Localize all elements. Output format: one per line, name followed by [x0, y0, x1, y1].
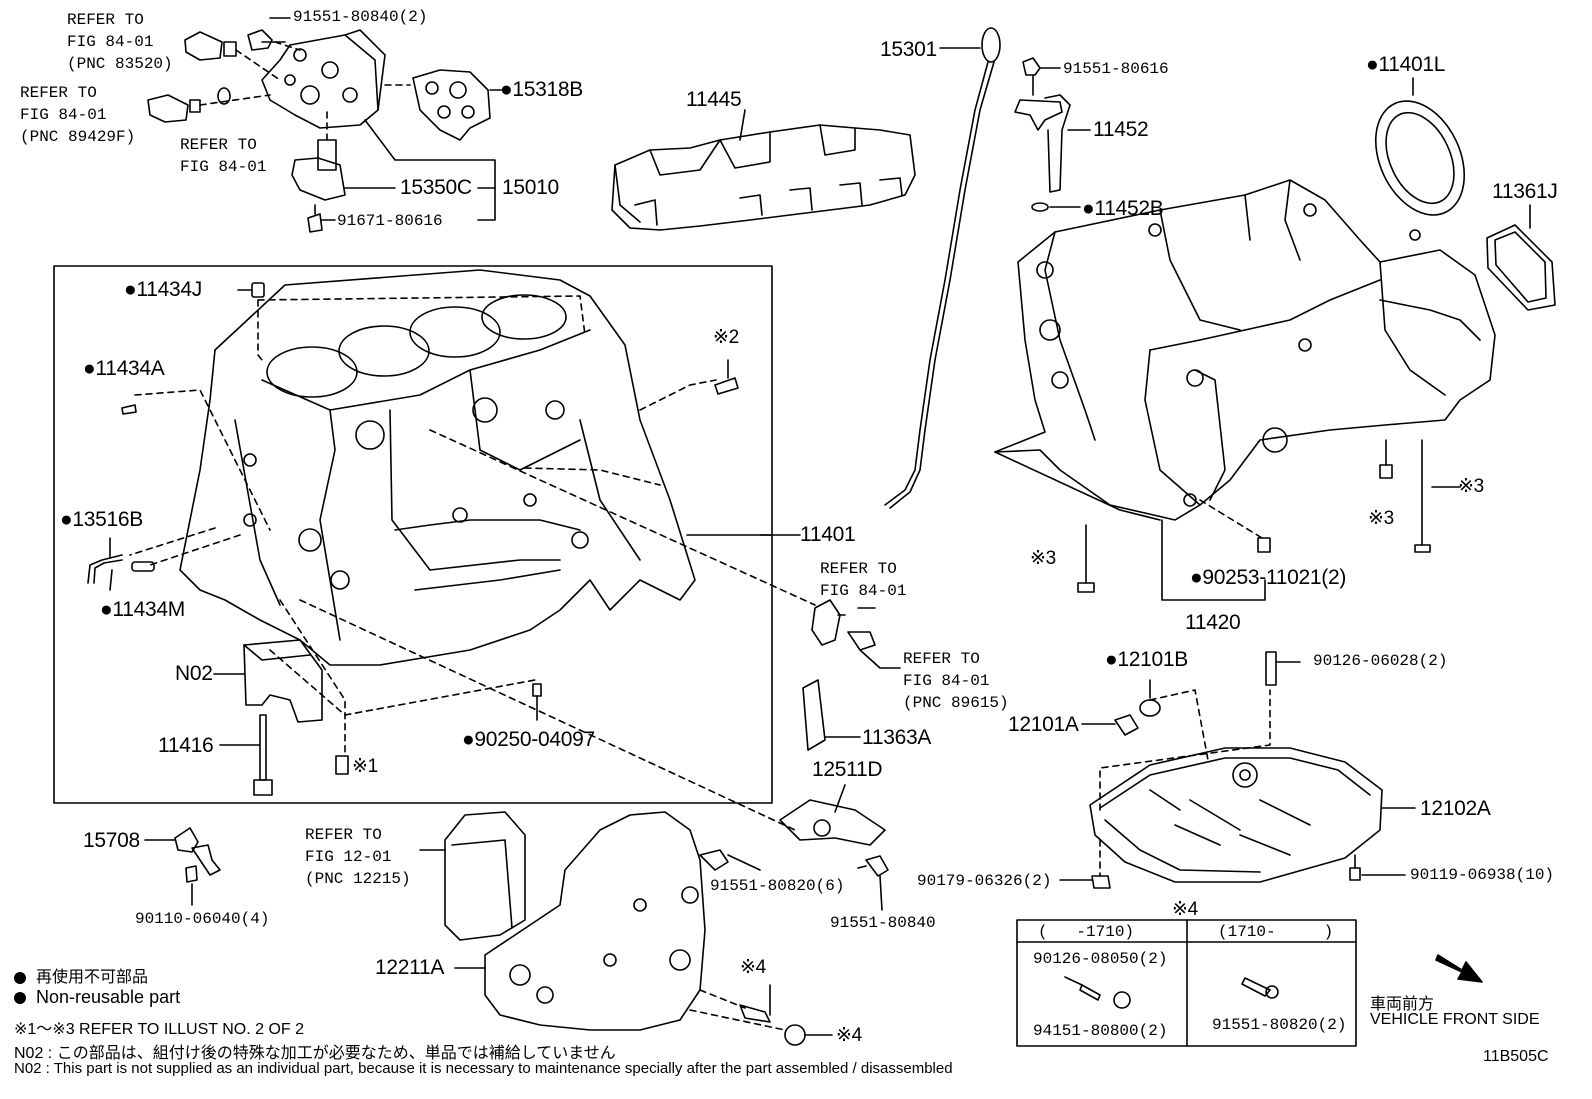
label-15708[interactable]: 15708	[83, 829, 140, 852]
label-90253-11021-2[interactable]: ●90253-11021(2)	[1190, 566, 1347, 589]
cylinder-block	[129, 269, 816, 831]
variant-table	[1016, 919, 1357, 1047]
legend-n02-jp: N02 : この部品は、組付け後の特殊な加工が必要なため、単品では補給していませ…	[14, 1045, 616, 1062]
bracket-11363A	[802, 679, 861, 751]
table-col1-header: ( -1710)	[1038, 923, 1135, 941]
bearing-cap-N02	[213, 639, 323, 796]
bullet-icon	[14, 992, 26, 1005]
label-refer-fig-84-01-a[interactable]: REFER TO FIG 84-01 (PNC 83520)	[67, 11, 173, 73]
label-11363A[interactable]: 11363A	[862, 726, 932, 749]
crankshaft-oil-seal	[1374, 77, 1466, 216]
label-15010[interactable]: 15010	[502, 176, 559, 199]
bracket-15708	[144, 827, 221, 906]
table-col1-part-b[interactable]: 94151-80800(2)	[1033, 1022, 1168, 1040]
label-12101B[interactable]: ●12101B	[1105, 648, 1188, 671]
label-11401L[interactable]: ●11401L	[1366, 53, 1446, 76]
legend-non-reusable-jp: 再使用不可部品	[14, 963, 148, 987]
label-91551-80840[interactable]: 91551-80840	[830, 914, 936, 932]
label-15350C[interactable]: 15350C	[400, 176, 472, 199]
vehicle-front-arrow	[1435, 954, 1483, 983]
label-N02[interactable]: N02	[175, 662, 213, 685]
vehicle-front-en: VEHICLE FRONT SIDE	[1370, 1011, 1540, 1028]
crankcase-11420	[994, 179, 1496, 601]
label-11452B[interactable]: ●11452B	[1082, 197, 1164, 220]
label-91551-80616[interactable]: 91551-80616	[1063, 60, 1169, 78]
label-12511D[interactable]: 12511D	[812, 758, 883, 781]
label-11401[interactable]: 11401	[800, 523, 856, 546]
dowel-pins	[87, 282, 739, 775]
legend-non-reusable-en: Non-reusable part	[14, 987, 180, 1008]
timing-chain-cover	[419, 811, 833, 1046]
label-13516B[interactable]: ●13516B	[60, 508, 143, 531]
label-refer-fig-12-01[interactable]: REFER TO FIG 12-01 (PNC 12215)	[305, 826, 411, 888]
label-refer-fig-84-01-d[interactable]: REFER TO FIG 84-01	[820, 560, 907, 600]
table-col2-part[interactable]: 91551-80820(2)	[1212, 1016, 1347, 1034]
label-ref-x4-c: ※4	[1172, 899, 1198, 920]
oil-pipe-11452	[1014, 57, 1091, 212]
label-91671-80616[interactable]: 91671-80616	[337, 212, 443, 230]
label-91551-80840-2[interactable]: 91551-80840(2)	[293, 8, 428, 26]
label-ref-x3-c: ※3	[1030, 548, 1056, 569]
label-12101A[interactable]: 12101A	[1008, 713, 1079, 736]
label-90126-06028-2[interactable]: 90126-06028(2)	[1313, 652, 1448, 670]
label-ref-x3-b: ※3	[1368, 508, 1394, 529]
label-90179-06326-2[interactable]: 90179-06326(2)	[917, 872, 1052, 890]
label-11452[interactable]: 11452	[1093, 118, 1149, 141]
bracket-12511D	[779, 784, 889, 911]
label-12211A[interactable]: 12211A	[375, 956, 445, 979]
label-11420[interactable]: 11420	[1185, 611, 1241, 634]
label-90250-04097[interactable]: ●90250-04097	[462, 728, 595, 751]
label-15318B[interactable]: ●15318B	[500, 78, 583, 101]
label-15301[interactable]: 15301	[880, 38, 937, 61]
label-ref-x4-a: ※4	[740, 957, 766, 978]
water-jacket-spacer	[611, 109, 916, 231]
label-91551-80820-6[interactable]: 91551-80820(6)	[710, 877, 845, 895]
oil-control-valve-group	[147, 17, 506, 233]
label-refer-fig-84-01-c[interactable]: REFER TO FIG 84-01	[180, 136, 267, 176]
label-11434M[interactable]: ●11434M	[100, 598, 185, 621]
label-11434J[interactable]: ●11434J	[124, 278, 202, 301]
legend-en-text: Non-reusable part	[36, 987, 181, 1007]
label-11416[interactable]: 11416	[158, 734, 214, 757]
illustration-id: 11B505C	[1483, 1048, 1549, 1065]
label-refer-fig-84-01-b[interactable]: REFER TO FIG 84-01 (PNC 89429F)	[20, 84, 136, 146]
label-11361J[interactable]: 11361J	[1492, 180, 1558, 203]
cover-11361J	[1486, 204, 1556, 311]
label-90119-06938-10[interactable]: 90119-06938(10)	[1410, 866, 1555, 884]
label-90110-06040-4[interactable]: 90110-06040(4)	[135, 910, 270, 928]
table-col1-part-a[interactable]: 90126-08050(2)	[1033, 950, 1168, 968]
legend-n02-en: N02 : This part is not supplied as an in…	[14, 1060, 953, 1077]
oil-pan	[1059, 651, 1416, 889]
label-ref-x2: ※2	[713, 327, 739, 348]
vehicle-front-jp: 車両前方	[1370, 996, 1435, 1013]
oil-level-gauge	[884, 27, 1001, 509]
bullet-icon	[14, 971, 26, 984]
label-11445[interactable]: 11445	[686, 88, 742, 111]
knock-sensor	[811, 599, 901, 669]
label-11434A[interactable]: ●11434A	[83, 357, 165, 380]
label-12102A[interactable]: 12102A	[1420, 797, 1491, 820]
label-ref-x1: ※1	[352, 756, 378, 777]
label-refer-fig-84-01-e[interactable]: REFER TO FIG 84-01 (PNC 89615)	[903, 650, 1009, 712]
label-ref-x3-a: ※3	[1458, 476, 1484, 497]
label-ref-x4-b: ※4	[836, 1025, 862, 1046]
table-col2-header: (1710- )	[1218, 923, 1334, 941]
legend-refer-illust: ※1～※3 REFER TO ILLUST NO. 2 OF 2	[14, 1021, 305, 1038]
legend-jp-text: 再使用不可部品	[36, 969, 149, 986]
cylinder-block-group-box	[53, 265, 773, 804]
